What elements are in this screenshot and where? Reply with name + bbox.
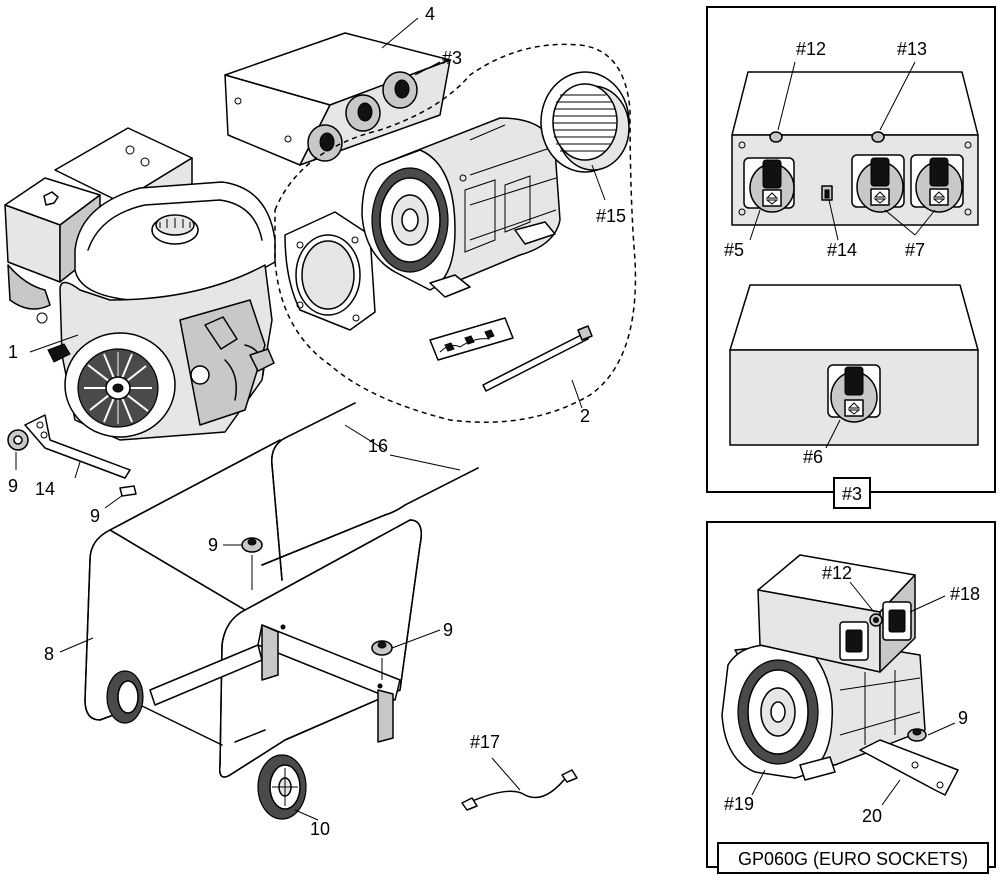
- callout-p1-7: #7: [905, 240, 925, 260]
- engine-drawing: [4, 127, 276, 441]
- panel-euro-caption: GP060G (EURO SOCKETS): [738, 849, 968, 869]
- earth-lead-drawing: [461, 769, 578, 811]
- bolt-12-upper: [769, 131, 783, 143]
- callout-p1-6: #6: [803, 447, 823, 467]
- callout-p2-19: #19: [724, 794, 754, 814]
- socket-7b: [910, 154, 964, 213]
- callout-p2-9: 9: [958, 708, 968, 728]
- callout-p1-13: #13: [897, 39, 927, 59]
- callout-9-frame-right: 9: [443, 620, 453, 640]
- callout-1: 1: [8, 342, 18, 362]
- callout-14: 14: [35, 479, 55, 499]
- switch-14: [821, 185, 833, 201]
- leader-lines: [15, 17, 606, 821]
- box-socket-3: [382, 71, 418, 109]
- mount-a: [7, 429, 29, 451]
- callout-9-frame-left: 9: [208, 535, 218, 555]
- callout-17: #17: [470, 732, 500, 752]
- panel-socket-box: #3 #12 #13 #5 #14 #7 #6: [706, 6, 996, 509]
- socket-6: [827, 364, 881, 423]
- callout-p1-5: #5: [724, 240, 744, 260]
- callout-4: 4: [425, 4, 435, 24]
- callout-16: 16: [368, 436, 388, 456]
- mounts-drawing: [7, 414, 393, 689]
- euro-socket-2: [882, 601, 912, 641]
- callout-2: 2: [580, 406, 590, 426]
- callout-9-bracket: 9: [90, 506, 100, 526]
- callout-3: #3: [442, 48, 462, 68]
- callout-p1-12: #12: [796, 39, 826, 59]
- panel-euro-sockets: GP060G (EURO SOCKETS) #12 #18 9 #19 20: [706, 521, 996, 874]
- box-socket-2: [345, 94, 381, 132]
- callout-p2-12: #12: [822, 563, 852, 583]
- callout-15: #15: [596, 206, 626, 226]
- panel-socket-caption: #3: [842, 484, 862, 504]
- wheel-front: [257, 754, 307, 820]
- main-callouts: 4 #3 #15 1 2 16 9 14 9 9 8 9 10 #17: [8, 4, 626, 839]
- callout-8: 8: [44, 644, 54, 664]
- socket-7a: [851, 154, 905, 213]
- callout-9-engine-mount: 9: [8, 476, 18, 496]
- socket-5: [743, 157, 795, 213]
- frame-drawing: [84, 402, 479, 820]
- callout-p1-14: #14: [827, 240, 857, 260]
- callout-p2-20: 20: [862, 806, 882, 826]
- callout-10: 10: [310, 819, 330, 839]
- box-socket-1: [307, 124, 343, 162]
- generator-assembly-drawing: [274, 43, 637, 423]
- callout-p2-18: #18: [950, 584, 980, 604]
- bolt-12-euro: [869, 613, 883, 627]
- bolt-13: [871, 131, 885, 143]
- euro-socket-1: [839, 621, 869, 661]
- wheel-rear: [106, 670, 144, 724]
- control-box-drawing: [224, 32, 451, 166]
- euro-mount-9: [907, 728, 927, 742]
- mount-b: [241, 537, 263, 590]
